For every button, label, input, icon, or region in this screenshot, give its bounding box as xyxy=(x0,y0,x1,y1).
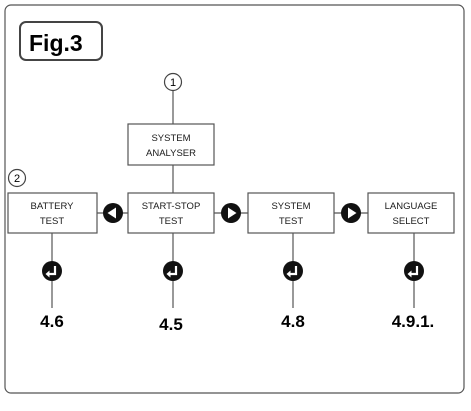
box-system-analyser-line2: ANALYSER xyxy=(146,148,196,159)
box-language-select-line2: SELECT xyxy=(393,216,430,227)
box-system-analyser-line1: SYSTEM xyxy=(151,133,190,144)
outer-frame xyxy=(4,4,465,394)
marker-one-label: 1 xyxy=(170,77,176,89)
arrow-right-icon xyxy=(341,203,361,223)
ref-battery-test: 4.6 xyxy=(40,312,64,331)
marker-two: 2 xyxy=(7,168,27,188)
marker-one: 1 xyxy=(163,72,183,92)
marker-one-circle xyxy=(163,72,183,92)
enter-return-icon xyxy=(163,261,183,281)
box-start-stop-test: START-STOP TEST xyxy=(127,192,215,234)
box-start-stop-test-frame xyxy=(127,192,215,234)
box-system-test: SYSTEM TEST xyxy=(247,192,335,234)
box-system-analyser: SYSTEM ANALYSER xyxy=(127,123,215,166)
box-language-select-frame xyxy=(367,192,455,234)
box-start-stop-test-line1: START-STOP xyxy=(142,201,201,212)
figure-label-text: Fig.3 xyxy=(29,30,83,56)
enter-return-icon xyxy=(42,261,62,281)
box-start-stop-test-line2: TEST xyxy=(159,216,183,227)
box-system-test-frame xyxy=(247,192,335,234)
enter-return-icon xyxy=(283,261,303,281)
box-battery-test-frame xyxy=(7,192,98,234)
arrow-right-icon xyxy=(221,203,241,223)
box-battery-test-line1: BATTERY xyxy=(31,201,75,212)
box-language-select: LANGUAGE SELECT xyxy=(367,192,455,234)
box-battery-test: BATTERY TEST xyxy=(7,192,98,234)
marker-two-label: 2 xyxy=(14,173,20,185)
figure-label-frame xyxy=(19,21,103,61)
ref-language-select: 4.9.1. xyxy=(392,312,435,331)
marker-two-circle xyxy=(7,168,27,188)
box-battery-test-line2: TEST xyxy=(40,216,64,227)
ref-system-test: 4.8 xyxy=(281,312,305,331)
box-system-test-line2: TEST xyxy=(279,216,303,227)
box-system-test-line1: SYSTEM xyxy=(271,201,310,212)
arrow-left-icon xyxy=(103,203,123,223)
box-language-select-line1: LANGUAGE xyxy=(385,201,438,212)
box-system-analyser-frame xyxy=(127,123,215,166)
ref-start-stop-test: 4.5 xyxy=(159,315,183,334)
enter-return-icon xyxy=(404,261,424,281)
figure-label: Fig.3 xyxy=(19,21,103,61)
